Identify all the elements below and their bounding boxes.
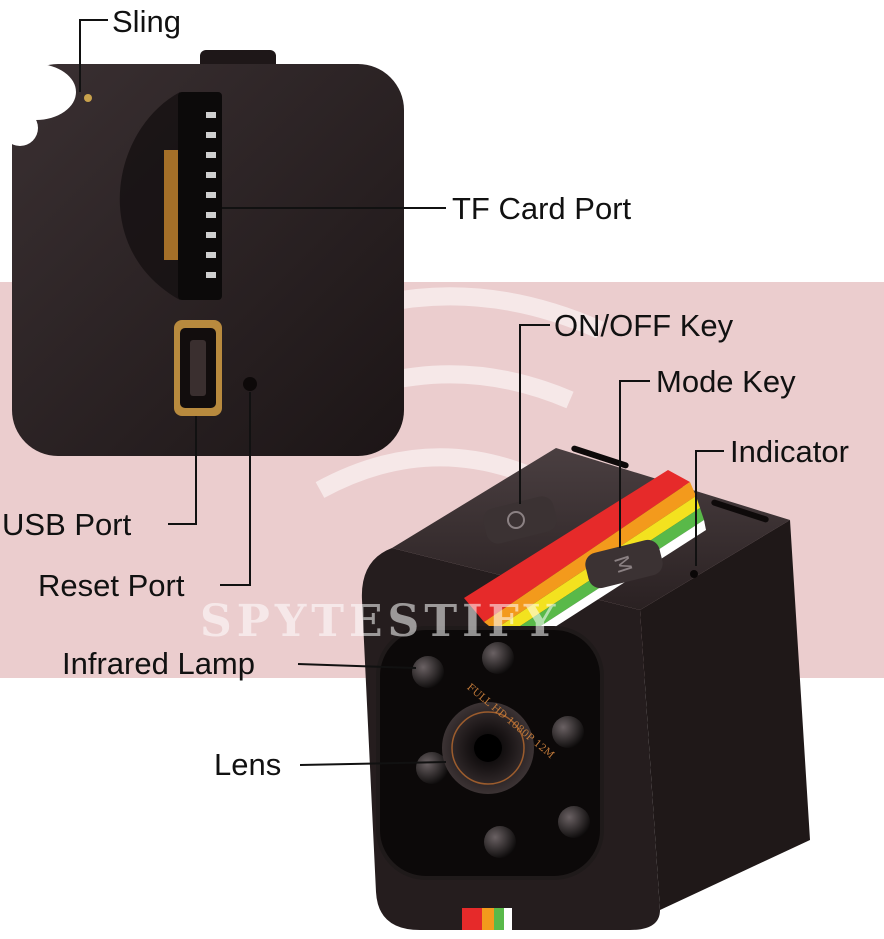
label-lens: Lens <box>214 747 282 782</box>
indicator-led <box>690 570 698 578</box>
label-reset-port: Reset Port <box>38 568 185 603</box>
reset-hole <box>243 377 257 391</box>
infrared-leds <box>412 642 590 858</box>
mode-button: M <box>585 539 663 589</box>
camera-front-view: M FULL HD 1080P 12M <box>361 445 810 930</box>
label-indicator: Indicator <box>730 434 849 469</box>
label-usb-port: USB Port <box>2 507 132 542</box>
label-mode-key: Mode Key <box>656 364 796 399</box>
callout-lines <box>79 19 724 766</box>
camera-back-view <box>0 50 404 456</box>
label-tf-card-port: TF Card Port <box>452 191 632 226</box>
mode-button-glyph: M <box>609 552 637 576</box>
watermark-text: SPYTESTIFY <box>200 596 561 647</box>
label-on-off-key: ON/OFF Key <box>554 308 734 343</box>
tf-card-slot <box>178 92 222 300</box>
label-infrared-lamp: Infrared Lamp <box>62 646 255 681</box>
power-button <box>483 496 557 544</box>
label-sling: Sling <box>112 4 181 39</box>
